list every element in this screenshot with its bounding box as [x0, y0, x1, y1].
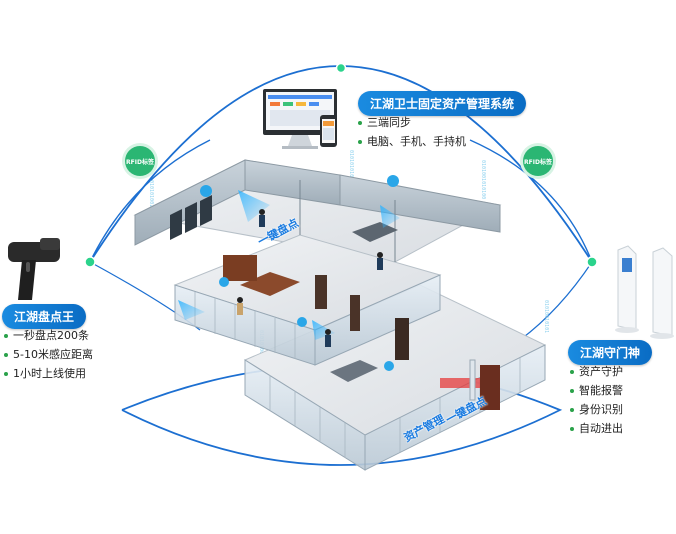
bullet-icon — [358, 140, 362, 144]
wood-wall-panel — [223, 255, 257, 281]
bullet-icon — [4, 372, 8, 376]
bullet-icon — [4, 353, 8, 357]
network-node-left — [84, 256, 96, 268]
cabinet — [480, 365, 500, 410]
rfid-beam — [380, 205, 400, 228]
list-item: 资产守护 — [570, 362, 623, 381]
network-node-top — [335, 62, 347, 74]
handheld-feature-list: 一秒盘点200条 5-10米感应距离 1小时上线使用 — [4, 326, 93, 383]
office-floorplan — [133, 159, 547, 471]
bullet-icon — [570, 427, 574, 431]
meeting-table — [330, 360, 378, 382]
door — [315, 275, 327, 309]
gate-title: 江湖守门神 — [568, 340, 653, 365]
svg-text:0101010010101: 0101010010101 — [148, 180, 154, 219]
svg-text:0101010100101: 0101010100101 — [348, 150, 354, 189]
right-link-curve — [469, 139, 593, 263]
left-link-curve — [89, 139, 211, 263]
system-feature-list: 三端同步 电脑、手机、手持机 — [358, 113, 466, 151]
svg-text:0101001010100: 0101001010100 — [480, 160, 486, 199]
network-node-right — [586, 256, 598, 268]
bullet-icon — [570, 370, 574, 374]
feature-text: 自动进出 — [579, 422, 623, 435]
server-racks — [170, 195, 212, 240]
list-item: 1小时上线使用 — [4, 364, 93, 383]
list-item: 5-10米感应距离 — [4, 345, 93, 364]
staff-figures — [237, 209, 383, 347]
rfid-tag-right: RFID标签 — [523, 146, 553, 176]
feature-text: 身份识别 — [579, 403, 623, 416]
handheld-title: 江湖盘点王 — [2, 304, 87, 329]
feature-text: 资产守护 — [579, 365, 623, 378]
rfid-beam — [238, 190, 270, 222]
bullet-icon — [570, 389, 574, 393]
gate-post — [469, 359, 476, 401]
list-item: 一秒盘点200条 — [4, 326, 93, 345]
list-item: 三端同步 — [358, 113, 466, 132]
feature-text: 智能报警 — [579, 384, 623, 397]
list-item: 身份识别 — [570, 400, 623, 419]
sofa — [352, 222, 398, 242]
svg-text:01010010101: 01010010101 — [543, 300, 549, 333]
signal-icons — [200, 175, 399, 371]
list-item: 自动进出 — [570, 419, 623, 438]
rfid-tag-left: RFID标签 — [125, 146, 155, 176]
system-title: 江湖卫士固定资产管理系统 — [358, 91, 527, 116]
bullet-icon — [4, 334, 8, 338]
list-item: 智能报警 — [570, 381, 623, 400]
alarm-beam — [440, 378, 480, 388]
list-item: 电脑、手机、手持机 — [358, 132, 466, 151]
feature-text: 5-10米感应距离 — [13, 348, 93, 361]
reception-desk — [240, 272, 300, 296]
door-2 — [350, 295, 360, 331]
mid-right-link — [519, 261, 593, 341]
mobile-phone-icon — [320, 115, 337, 147]
bullet-icon — [570, 408, 574, 412]
gate-feature-list: 资产守护 智能报警 身份识别 自动进出 — [570, 362, 623, 438]
feature-text: 1小时上线使用 — [13, 367, 86, 380]
feature-text: 三端同步 — [367, 116, 411, 129]
feature-text: 电脑、手机、手持机 — [367, 135, 466, 148]
security-gate-icon — [615, 245, 674, 339]
dark-door — [395, 318, 409, 360]
feature-text: 一秒盘点200条 — [13, 329, 89, 342]
bullet-icon — [358, 121, 362, 125]
rfid-beam — [178, 300, 205, 320]
handheld-scanner-icon — [8, 238, 60, 300]
